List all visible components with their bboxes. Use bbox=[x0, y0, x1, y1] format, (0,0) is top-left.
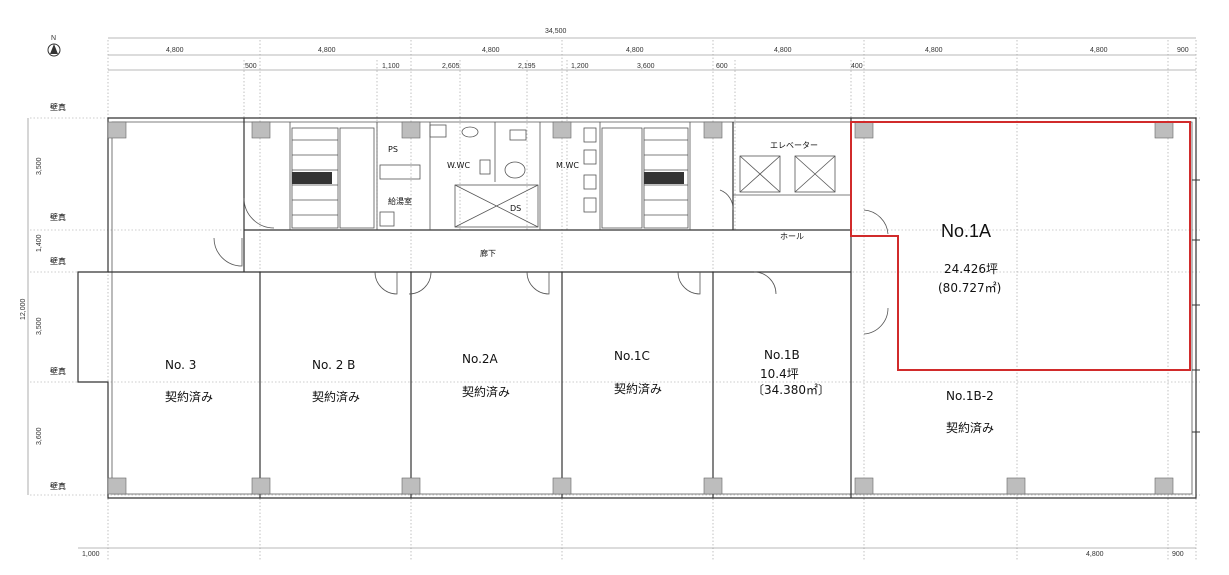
wall-face-label-5: 壁真 bbox=[50, 481, 66, 491]
unit-no1b-area-m2: 〔34.380㎡〕 bbox=[752, 383, 830, 397]
unit-no1a-area-tsubo: 24.426坪 bbox=[944, 262, 998, 276]
toilet-fixtures bbox=[379, 124, 597, 227]
stair-right bbox=[601, 127, 689, 229]
dim-top-8: 900 bbox=[1177, 47, 1189, 54]
stair-left bbox=[291, 127, 375, 229]
dim-top-2: 4,800 bbox=[318, 47, 336, 54]
unit-no1c-status: 契約済み bbox=[614, 381, 662, 396]
unit-no1b-area-tsubo: 10.4坪 bbox=[760, 367, 799, 381]
unit-no1b2-status: 契約済み bbox=[946, 420, 994, 435]
dim-top-1: 4,800 bbox=[166, 47, 184, 54]
dim-top2-7: 600 bbox=[716, 63, 728, 70]
dim-top2-2: 1,100 bbox=[382, 63, 400, 70]
dim-top-5: 4,800 bbox=[774, 47, 792, 54]
dim-bottom-1: 1,000 bbox=[82, 551, 100, 558]
unit-no2a-status: 契約済み bbox=[462, 384, 510, 399]
room-mwc: M.WC bbox=[556, 161, 579, 170]
unit-no2b-status: 契約済み bbox=[312, 389, 360, 404]
dim-left-total: 12,000 bbox=[20, 298, 27, 320]
dim-bottom-2: 4,800 bbox=[1086, 551, 1104, 558]
unit-no1b2-name: No.1B-2 bbox=[946, 389, 994, 403]
dim-top-6: 4,800 bbox=[925, 47, 943, 54]
room-kyuto: 給湯室 bbox=[388, 196, 412, 206]
dim-top2-4: 2,195 bbox=[518, 63, 536, 70]
room-corridor: 廊下 bbox=[480, 248, 496, 258]
structural-columns bbox=[107, 121, 1174, 495]
dim-top2-8: 400 bbox=[851, 63, 863, 70]
wall-face-label-3: 壁真 bbox=[50, 256, 66, 266]
dim-top2-5: 1,200 bbox=[571, 63, 589, 70]
door-swings bbox=[213, 189, 889, 335]
dim-top-7: 4,800 bbox=[1090, 47, 1108, 54]
unit-no2b-name: No. 2 B bbox=[312, 358, 355, 372]
dim-left-2: 1,400 bbox=[36, 234, 43, 252]
unit-no1c-name: No.1C bbox=[614, 349, 650, 363]
room-elevator: エレベーター bbox=[770, 141, 818, 150]
unit-no3-status: 契約済み bbox=[165, 389, 213, 404]
dim-top2-1: 500 bbox=[245, 63, 257, 70]
dim-bottom-3: 900 bbox=[1172, 551, 1184, 558]
dim-top2-6: 3,600 bbox=[637, 63, 655, 70]
room-wwc: W.WC bbox=[447, 161, 470, 170]
dim-top-total: 34,500 bbox=[545, 28, 567, 35]
no1a-highlight-outline bbox=[850, 121, 1191, 371]
ds-shaft bbox=[454, 184, 539, 228]
dim-left-4: 3,600 bbox=[36, 427, 43, 445]
wall-face-label-4: 壁真 bbox=[50, 366, 66, 376]
unit-no1a-area-m2: (80.727㎡) bbox=[938, 281, 1001, 295]
room-ds: DS bbox=[510, 204, 521, 213]
north-label: N bbox=[51, 35, 56, 42]
building-outline bbox=[77, 117, 1197, 499]
window-marks bbox=[1192, 179, 1200, 433]
room-hall: ホール bbox=[780, 232, 804, 241]
unit-no2a-name: No.2A bbox=[462, 352, 499, 366]
dim-left-1: 3,500 bbox=[36, 157, 43, 175]
dim-top-4: 4,800 bbox=[626, 47, 644, 54]
dim-top2-3: 2,605 bbox=[442, 63, 460, 70]
dim-left-3: 3,500 bbox=[36, 317, 43, 335]
wall-face-label-2: 壁真 bbox=[50, 212, 66, 222]
north-arrow-icon bbox=[47, 43, 61, 57]
unit-no1b-name: No.1B bbox=[764, 348, 800, 362]
elevator-cars bbox=[739, 155, 836, 193]
room-ps: PS bbox=[388, 145, 398, 154]
unit-no1a-name: No.1A bbox=[941, 221, 991, 241]
unit-no3-name: No. 3 bbox=[165, 358, 196, 372]
dim-top-3: 4,800 bbox=[482, 47, 500, 54]
wall-face-label-1: 壁真 bbox=[50, 102, 66, 112]
